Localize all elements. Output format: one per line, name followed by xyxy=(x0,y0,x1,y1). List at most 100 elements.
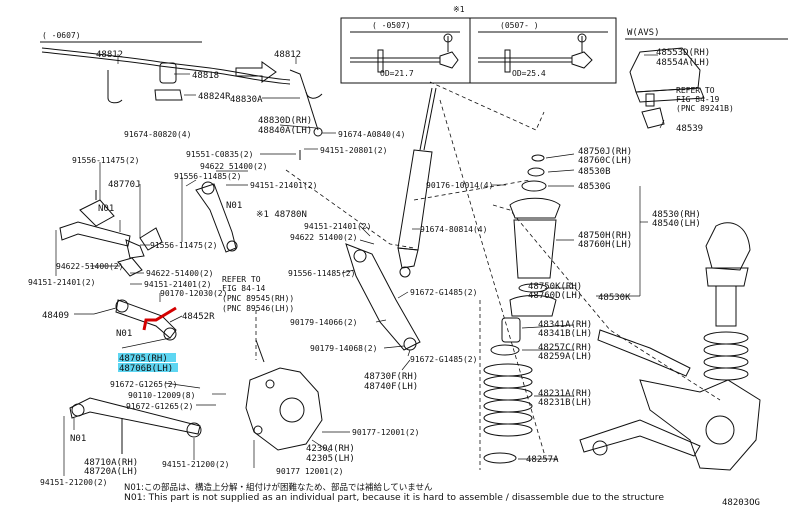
upper-arm-rear xyxy=(59,221,131,247)
guide-line-4 xyxy=(285,169,415,249)
highlight-48706b xyxy=(118,363,178,372)
link-ball xyxy=(313,127,323,137)
inset-range-2: (0507- ) xyxy=(500,21,539,30)
label-94151-21200b: 94151-21200(2) xyxy=(40,478,107,487)
label-94151-21401c: 94151-21401(2) xyxy=(304,222,371,231)
label-48750h: 48750H(RH) xyxy=(578,231,632,241)
label-refer-to-1: REFER TO xyxy=(222,275,261,284)
label-48553d: 48553D(RH) xyxy=(656,48,710,58)
tie-rod-end-short xyxy=(350,33,459,73)
highlight-arrow xyxy=(142,306,177,331)
label-48231b: 48231B(LH) xyxy=(538,398,592,408)
label-94151-21401b: 94151-21401(2) xyxy=(28,278,95,287)
label-48530: 48530(RH) xyxy=(652,210,701,220)
arm-bracket-n01 xyxy=(79,199,115,227)
label-n01-c: N01 xyxy=(116,329,132,339)
bolt-cluster-a xyxy=(139,227,163,251)
hub-bore xyxy=(279,397,305,423)
label-refer-pnc-2: (PNC 89241B) xyxy=(676,104,734,113)
label-94151-21200a: 94151-21200(2) xyxy=(162,460,229,469)
label-91672-g1485b: 91672-G1485(2) xyxy=(410,355,477,364)
upper-arm-bush-bot xyxy=(226,240,238,252)
label-48539: 48539 xyxy=(676,124,703,134)
inset-range-1: ( -0507) xyxy=(372,21,411,30)
label-91674-a0840: 91674-A0840(4) xyxy=(338,130,405,139)
label-91674-80814: 91674-80814(4) xyxy=(420,225,487,234)
label-48409: 48409 xyxy=(42,311,69,321)
od-dim-2: OD=25.4 xyxy=(512,69,546,78)
footnote-english: N01: This part is not supplied as an ind… xyxy=(124,493,664,503)
washer-cluster xyxy=(117,257,143,277)
label-48452r: 48452R xyxy=(182,312,215,322)
upper-arm-48780n xyxy=(195,183,237,253)
label-48750k: 48750K(RH) xyxy=(528,282,582,292)
upper-arm-bushing xyxy=(125,239,145,259)
complete-suspension-assembly xyxy=(579,222,761,471)
label-91551-c0835: 91551-C0835(2) xyxy=(186,150,253,159)
range-label-left: ( -0607) xyxy=(42,31,81,40)
coil-spring xyxy=(483,363,533,437)
toe-link-ball xyxy=(163,327,177,341)
upper-support xyxy=(490,154,561,356)
label-48257a: 48257A xyxy=(526,455,559,465)
variant-avs-label: W(AVS) xyxy=(627,28,660,38)
label-refer-to-2: REFER TO xyxy=(676,86,715,95)
label-48341b: 48341B(LH) xyxy=(538,329,592,339)
label-48750j: 48750J(RH) xyxy=(578,147,632,157)
label-90170-12030: 90170-12030(2) xyxy=(160,289,227,298)
label-94151-20801: 94151-20801(2) xyxy=(320,146,387,155)
label-48730f: 48730F(RH) xyxy=(364,372,418,382)
label-42305: 42305(LH) xyxy=(306,454,355,464)
label-48720a: 48720A(LH) xyxy=(84,467,138,477)
view-direction-arrow xyxy=(235,61,277,83)
label-n01-b: N01 xyxy=(226,201,242,211)
label-91672-g1485a: 91672-G1485(2) xyxy=(410,288,477,297)
label-90177-12001a: 90177-12001(2) xyxy=(352,428,419,437)
label-n01-a: N01 xyxy=(98,204,114,214)
stabilizer-bracket xyxy=(154,89,183,101)
label-48554a: 48554A(LH) xyxy=(656,58,710,68)
lower-arm-48710a xyxy=(69,397,201,435)
label-90176-10014: 90176-10014(4) xyxy=(426,181,493,190)
label-91674-80820: 91674-80820(4) xyxy=(124,130,191,139)
label-48830d: 48830D(RH) xyxy=(258,116,312,126)
label-94622-51400b: 94622-51400(2) xyxy=(56,262,123,271)
guide-line-2 xyxy=(413,179,531,201)
strut-mount-avs xyxy=(629,47,705,129)
label-91556-11475a: 91556-11475(2) xyxy=(72,156,139,165)
label-94622-51400d: 94622 51400(2) xyxy=(290,233,357,242)
label-90177-12001b: 90177 12001(2) xyxy=(276,467,343,476)
label-48740f: 48740F(LH) xyxy=(364,382,418,392)
label-91556-11485b: 91556-11485(2) xyxy=(288,269,355,278)
label-refer-pnc-rh: (PNC 89545(RH)) xyxy=(222,294,294,303)
label-48840a: 48840A(LH) xyxy=(258,126,312,136)
lower-arm-bush-left xyxy=(71,403,85,417)
label-90179-14066: 90179-14066(2) xyxy=(290,318,357,327)
guide-line-7 xyxy=(492,204,721,401)
refer-pointer xyxy=(255,339,265,363)
stabilizer-link xyxy=(305,91,319,131)
label-48760c: 48760C(LH) xyxy=(578,156,632,166)
od-dim-1: OD=21.7 xyxy=(380,69,414,78)
label-94622-51400a: 94622 51400(2) xyxy=(200,162,267,171)
leader-lines xyxy=(55,54,665,476)
guide-line-3 xyxy=(439,99,546,457)
carrier-mount-2 xyxy=(253,425,263,435)
carrier-mount-1 xyxy=(265,379,275,389)
label-48706b: 48706B(LH) xyxy=(119,364,173,374)
label-91556-11485: 91556-11485(2) xyxy=(174,172,241,181)
label-94151-21401a: 94151-21401(2) xyxy=(250,181,317,190)
stabilizer-end-right xyxy=(289,69,323,99)
label-48705: 48705(RH) xyxy=(119,354,168,364)
highlight-48705 xyxy=(118,353,176,362)
label-48530b: 48530B xyxy=(578,167,611,177)
guide-line-1 xyxy=(429,81,545,131)
stabilizer-bushing xyxy=(159,62,177,84)
spring-lower-insulator xyxy=(483,452,517,464)
figure-code: 48203OG xyxy=(722,498,760,508)
label-48760d: 48760D(LH) xyxy=(528,291,582,301)
label-48770j: 48770J xyxy=(108,180,141,190)
tie-rod-end-long xyxy=(478,33,593,73)
label-91672-g1265a: 91672-G1265(2) xyxy=(110,380,177,389)
lower-control-arm xyxy=(345,243,421,351)
